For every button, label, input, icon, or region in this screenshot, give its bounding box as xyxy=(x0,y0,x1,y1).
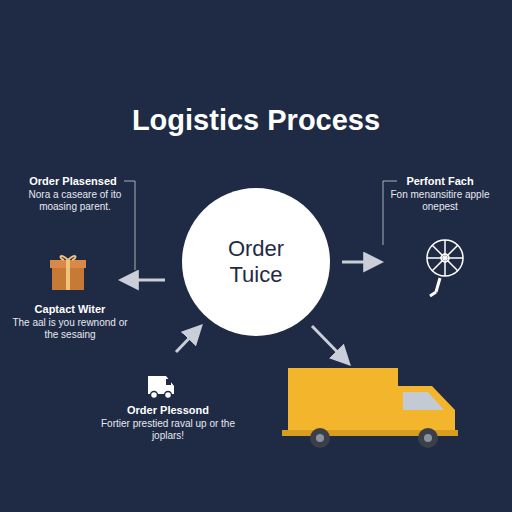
diagram-title: Logistics Process xyxy=(56,104,456,137)
step-note: Nora a caseare of ito moasing parent. xyxy=(25,189,125,212)
step-heading: Order Plasensed xyxy=(18,175,128,188)
step-heading: Order Plessond xyxy=(98,404,238,417)
step-note: Fortier prestied raval up or the joplars… xyxy=(93,418,243,441)
step-note: The aal is you rewnond or the sesaing xyxy=(5,317,135,340)
van-icon xyxy=(148,376,174,399)
center-circle: Order Tuice xyxy=(181,187,331,337)
step-heading: Perfont Fach xyxy=(390,175,490,188)
step-note: Fon menansitire apple onepest xyxy=(390,189,490,212)
truck-illustration xyxy=(282,368,458,448)
step-heading: Captact Witer xyxy=(10,303,130,316)
node-label: Order Tuice xyxy=(211,236,301,289)
box-icon xyxy=(50,256,86,290)
compass-icon xyxy=(427,240,463,296)
